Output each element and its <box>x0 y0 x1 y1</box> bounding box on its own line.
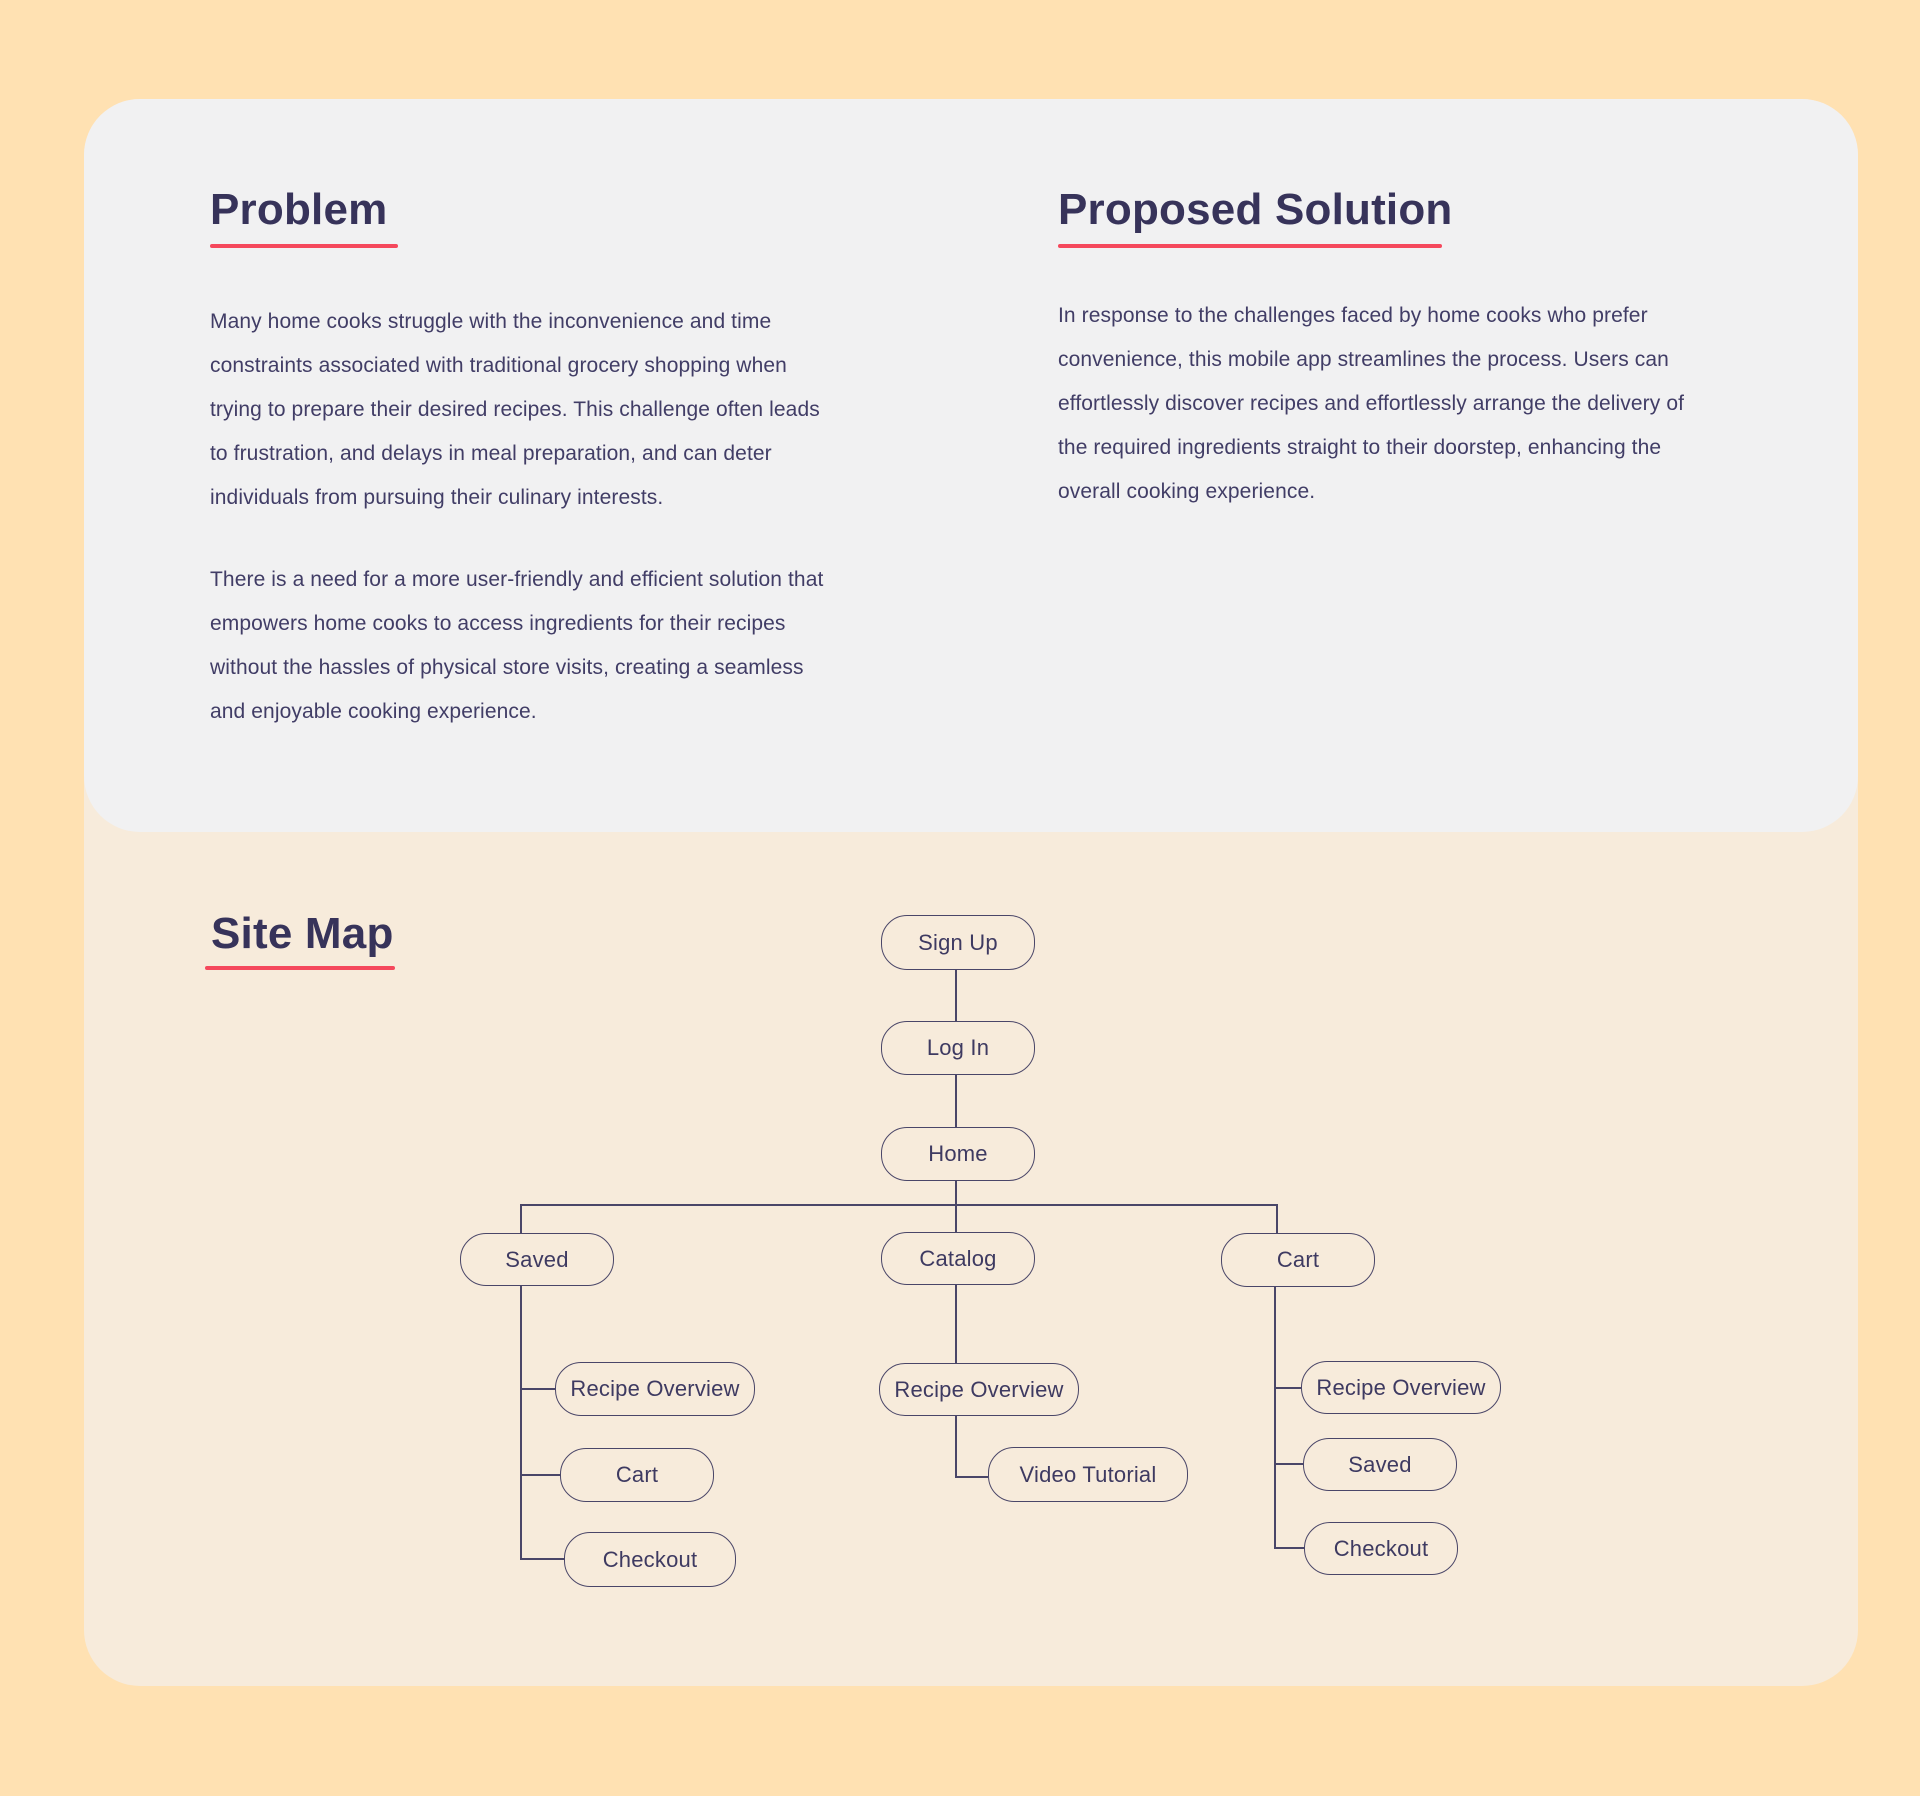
sitemap-connector-17 <box>1274 1547 1304 1549</box>
sitemap-node-cart: Cart <box>1221 1233 1375 1287</box>
sitemap-connector-0 <box>955 970 957 1021</box>
sitemap-node-log-in: Log In <box>881 1021 1035 1075</box>
sitemap-connector-3 <box>520 1204 1278 1206</box>
sitemap-connector-16 <box>1274 1463 1303 1465</box>
sitemap-connector-7 <box>520 1286 522 1560</box>
problem-paragraph-2: There is a need for a more user-friendly… <box>210 568 824 723</box>
sitemap-node-saved-recipe-overview: Recipe Overview <box>555 1362 755 1416</box>
sitemap-node-cart-recipe-overview: Recipe Overview <box>1301 1361 1501 1414</box>
sitemap-node-home: Home <box>881 1127 1035 1181</box>
sitemap-connector-2 <box>955 1181 957 1205</box>
proposed-solution-paragraph-1: In response to the challenges faced by h… <box>1058 304 1685 503</box>
sitemap-connector-15 <box>1274 1387 1301 1389</box>
sitemap-node-cart-checkout: Checkout <box>1304 1522 1458 1575</box>
site-map-title: Site Map <box>211 909 394 958</box>
sitemap-connector-10 <box>520 1558 564 1560</box>
sitemap-node-saved: Saved <box>460 1233 614 1286</box>
sitemap-connector-13 <box>955 1476 988 1478</box>
problem-paragraph-1: Many home cooks struggle with the inconv… <box>210 310 820 509</box>
proposed-solution-title-underline <box>1058 244 1442 248</box>
sitemap-node-sign-up: Sign Up <box>881 915 1035 970</box>
sitemap-node-catalog-recipe-overview: Recipe Overview <box>879 1363 1079 1416</box>
sitemap-node-cart-saved: Saved <box>1303 1438 1457 1491</box>
sitemap-connector-4 <box>520 1204 522 1233</box>
site-map-title-underline <box>205 966 395 970</box>
sitemap-connector-9 <box>520 1474 560 1476</box>
sitemap-node-catalog: Catalog <box>881 1232 1035 1285</box>
sitemap-connector-11 <box>955 1285 957 1363</box>
sitemap-node-saved-cart: Cart <box>560 1448 714 1502</box>
sitemap-connector-12 <box>955 1416 957 1478</box>
sitemap-connector-5 <box>955 1204 957 1232</box>
problem-title-underline <box>210 244 398 248</box>
sitemap-node-saved-checkout: Checkout <box>564 1532 736 1587</box>
sitemap-connector-6 <box>1276 1204 1278 1233</box>
problem-title: Problem <box>210 185 388 234</box>
sitemap-connector-14 <box>1274 1287 1276 1549</box>
proposed-solution-title: Proposed Solution <box>1058 185 1453 234</box>
intro-panel <box>84 99 1858 832</box>
sitemap-connector-1 <box>955 1075 957 1127</box>
sitemap-connector-8 <box>520 1388 555 1390</box>
sitemap-node-video-tutorial: Video Tutorial <box>988 1447 1188 1502</box>
